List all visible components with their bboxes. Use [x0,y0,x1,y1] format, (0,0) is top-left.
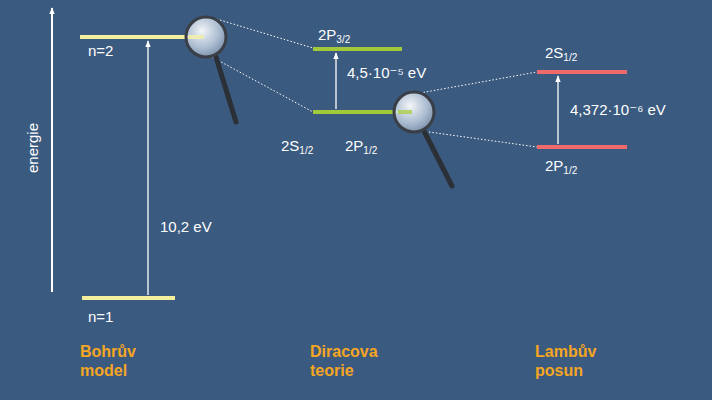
energy-axis [51,8,53,292]
energy-value: 10,2 eV [160,218,212,236]
level-label: 2S1/2 [545,44,577,62]
level-label: n=2 [88,42,113,60]
transition-arrow [147,41,148,295]
zoom-line [420,72,537,93]
level-n2 [80,35,200,39]
zoom-line [422,131,537,147]
section-title: Bohrův model [80,342,136,380]
fine-structure-arrow [335,53,336,109]
lamb-shift-arrow [557,76,558,144]
level-magnified [398,110,412,114]
level-n2-magnified [188,35,204,39]
axis-label: energie [24,123,42,173]
level-2p32 [313,47,402,51]
magnifier-lens [186,17,226,57]
level-label: 2S1/2 [281,137,313,155]
level-label: 2P3/2 [318,26,350,44]
magnifier-lens [394,92,434,132]
level-2s12 [537,70,627,74]
zoom-line [212,57,313,112]
level-label: 2P1/2 [345,137,377,155]
section-title: Lambův posun [535,342,596,380]
level-2p12 [537,145,627,149]
magnifier-handle [216,57,236,122]
energy-value: 4,372·10⁻⁶ eV [570,101,666,119]
magnifier-handle [424,131,452,186]
level-label: 2P1/2 [545,157,577,175]
level-n1 [82,296,175,300]
section-title: Diracova teorie [310,342,378,380]
energy-value: 4,5·10⁻⁵ eV [347,64,426,82]
level-label: n=1 [88,308,113,326]
